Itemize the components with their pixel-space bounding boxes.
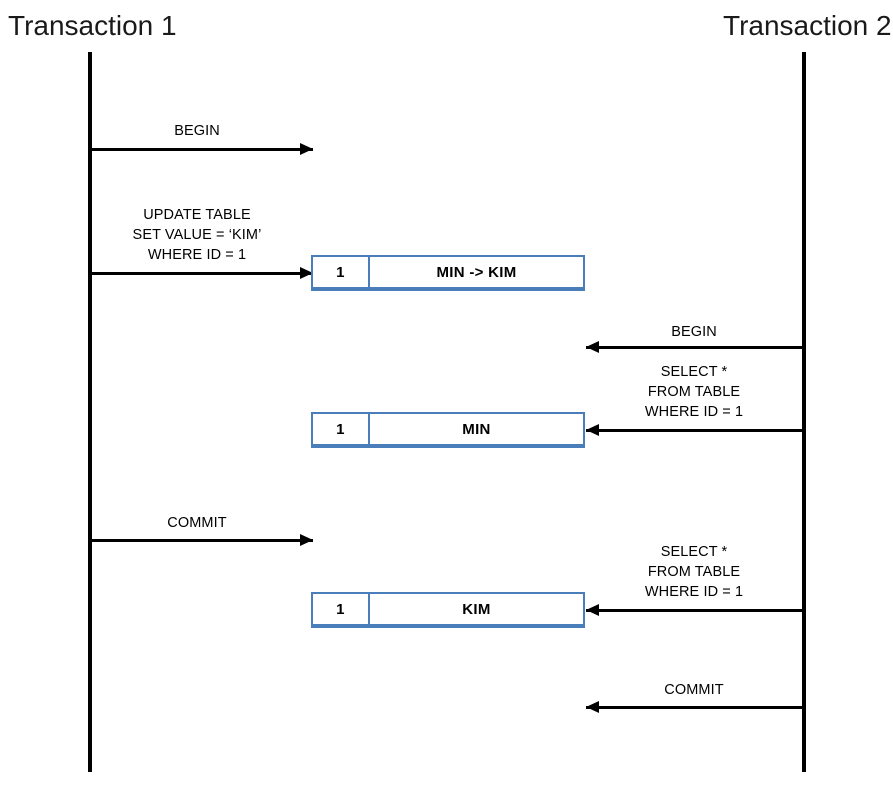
message-line: [90, 539, 313, 542]
arrowhead-left-icon: [586, 424, 599, 436]
row-state-box-2: 1 MIN: [311, 412, 585, 448]
row-state-value-cell: MIN -> KIM: [436, 263, 517, 281]
row-state-id-cell: 1: [313, 414, 370, 444]
message-label-select-second: SELECT * FROM TABLE WHERE ID = 1: [644, 544, 744, 600]
row-state-box-1: 1 MIN -> KIM: [311, 255, 585, 291]
arrowhead-left-icon: [586, 604, 599, 616]
message-line: [90, 272, 313, 275]
message-label-begin-t2: BEGIN: [671, 324, 717, 340]
message-label-commit-t2: COMMIT: [664, 682, 724, 698]
arrowhead-right-icon: [300, 267, 313, 279]
participant-title-transaction-1: Transaction 1: [8, 10, 177, 41]
row-state-id-cell: 1: [313, 257, 370, 287]
message-line: [586, 429, 804, 432]
message-label-commit-t1: COMMIT: [167, 515, 227, 531]
row-state-value-cell: KIM: [462, 600, 491, 618]
arrowhead-right-icon: [300, 143, 313, 155]
lifeline-transaction-2: [802, 52, 806, 772]
message-line: [586, 706, 804, 709]
arrowhead-right-icon: [300, 534, 313, 546]
participant-title-transaction-2: Transaction 2: [723, 10, 892, 41]
row-state-value-cell: MIN: [462, 420, 491, 438]
message-line: [586, 609, 804, 612]
row-state-id-cell: 1: [313, 594, 370, 624]
arrowhead-left-icon: [586, 701, 599, 713]
row-state-box-3: 1 KIM: [311, 592, 585, 628]
message-line: [90, 148, 313, 151]
message-label-update-table: UPDATE TABLE SET VALUE = ‘KIM’ WHERE ID …: [132, 207, 262, 263]
message-label-begin-t1: BEGIN: [174, 123, 220, 139]
message-label-select-first: SELECT * FROM TABLE WHERE ID = 1: [644, 364, 744, 420]
arrowhead-left-icon: [586, 341, 599, 353]
lifeline-transaction-1: [88, 52, 92, 772]
message-line: [586, 346, 804, 349]
